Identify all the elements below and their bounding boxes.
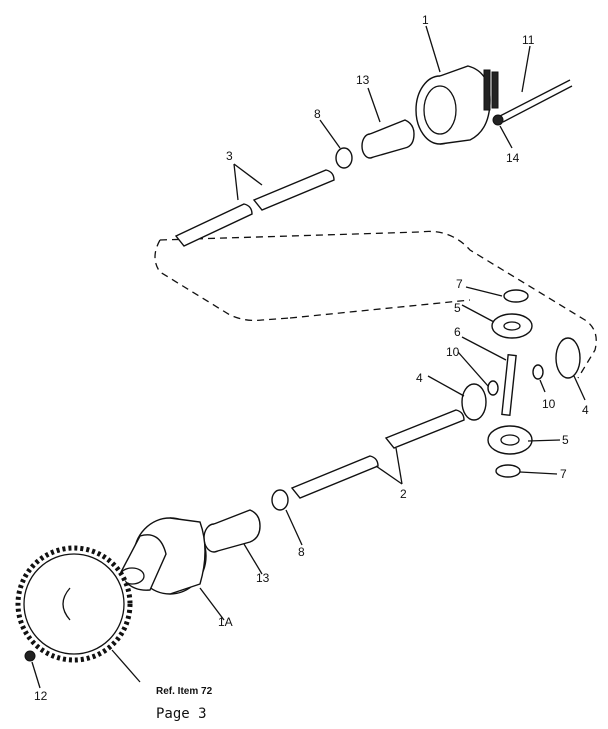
callout-13-bottom: 13 <box>256 571 270 585</box>
nut-part-14 <box>492 114 504 126</box>
axle-part-11 <box>499 79 573 123</box>
callout-5-top: 5 <box>454 301 461 315</box>
washer-part-10-left <box>487 380 499 396</box>
spacer-part-6 <box>501 353 517 417</box>
washer-part-8-bottom <box>271 489 289 511</box>
bevel-gear-part-4-right <box>555 337 581 379</box>
callout-6: 6 <box>454 325 461 339</box>
washer-part-7-bottom <box>495 464 521 478</box>
callout-11: 11 <box>522 33 535 47</box>
washer-part-10-right <box>532 364 544 380</box>
bevel-gear-part-4-left <box>461 383 487 421</box>
washer-part-7-top <box>503 289 529 303</box>
callout-1A: 1A <box>218 615 233 629</box>
shaft-part-2 <box>290 409 465 499</box>
callout-7-bottom: 7 <box>560 467 567 481</box>
bolt-part-12 <box>24 650 36 662</box>
assembly-boundary-dashed <box>154 230 597 379</box>
reference-note: Ref. Item 72 <box>156 686 213 697</box>
callout-4-left: 4 <box>416 371 423 385</box>
washer-part-8-top <box>335 147 353 169</box>
callout-8-bottom: 8 <box>298 545 305 559</box>
bevel-gear-part-5-bottom <box>487 425 533 455</box>
bevel-gear-part-5-top <box>491 313 533 339</box>
page-label: Page 3 <box>156 706 207 722</box>
shaft-part-3 <box>174 169 335 247</box>
gear-housing-part-1 <box>415 65 499 145</box>
callout-12: 12 <box>34 689 48 703</box>
callout-5-bottom: 5 <box>562 433 569 447</box>
bushing-part-13-top <box>361 119 415 159</box>
boundary-segment <box>289 299 471 319</box>
callout-4-right: 4 <box>582 403 589 417</box>
sprocket-ref-item-72 <box>15 545 133 663</box>
callout-1: 1 <box>422 13 429 27</box>
callout-13-top: 13 <box>356 73 370 87</box>
callout-14: 14 <box>506 151 520 165</box>
callout-10-left: 10 <box>446 345 460 359</box>
leader-lines <box>31 25 586 689</box>
callout-2: 2 <box>400 487 407 501</box>
bushing-part-13-bottom <box>203 509 261 553</box>
sprocket-hub-part-1A <box>119 517 207 595</box>
callout-8-top: 8 <box>314 107 321 121</box>
callout-3: 3 <box>226 149 233 163</box>
callout-10-right: 10 <box>542 397 556 411</box>
callout-7-top: 7 <box>456 277 463 291</box>
